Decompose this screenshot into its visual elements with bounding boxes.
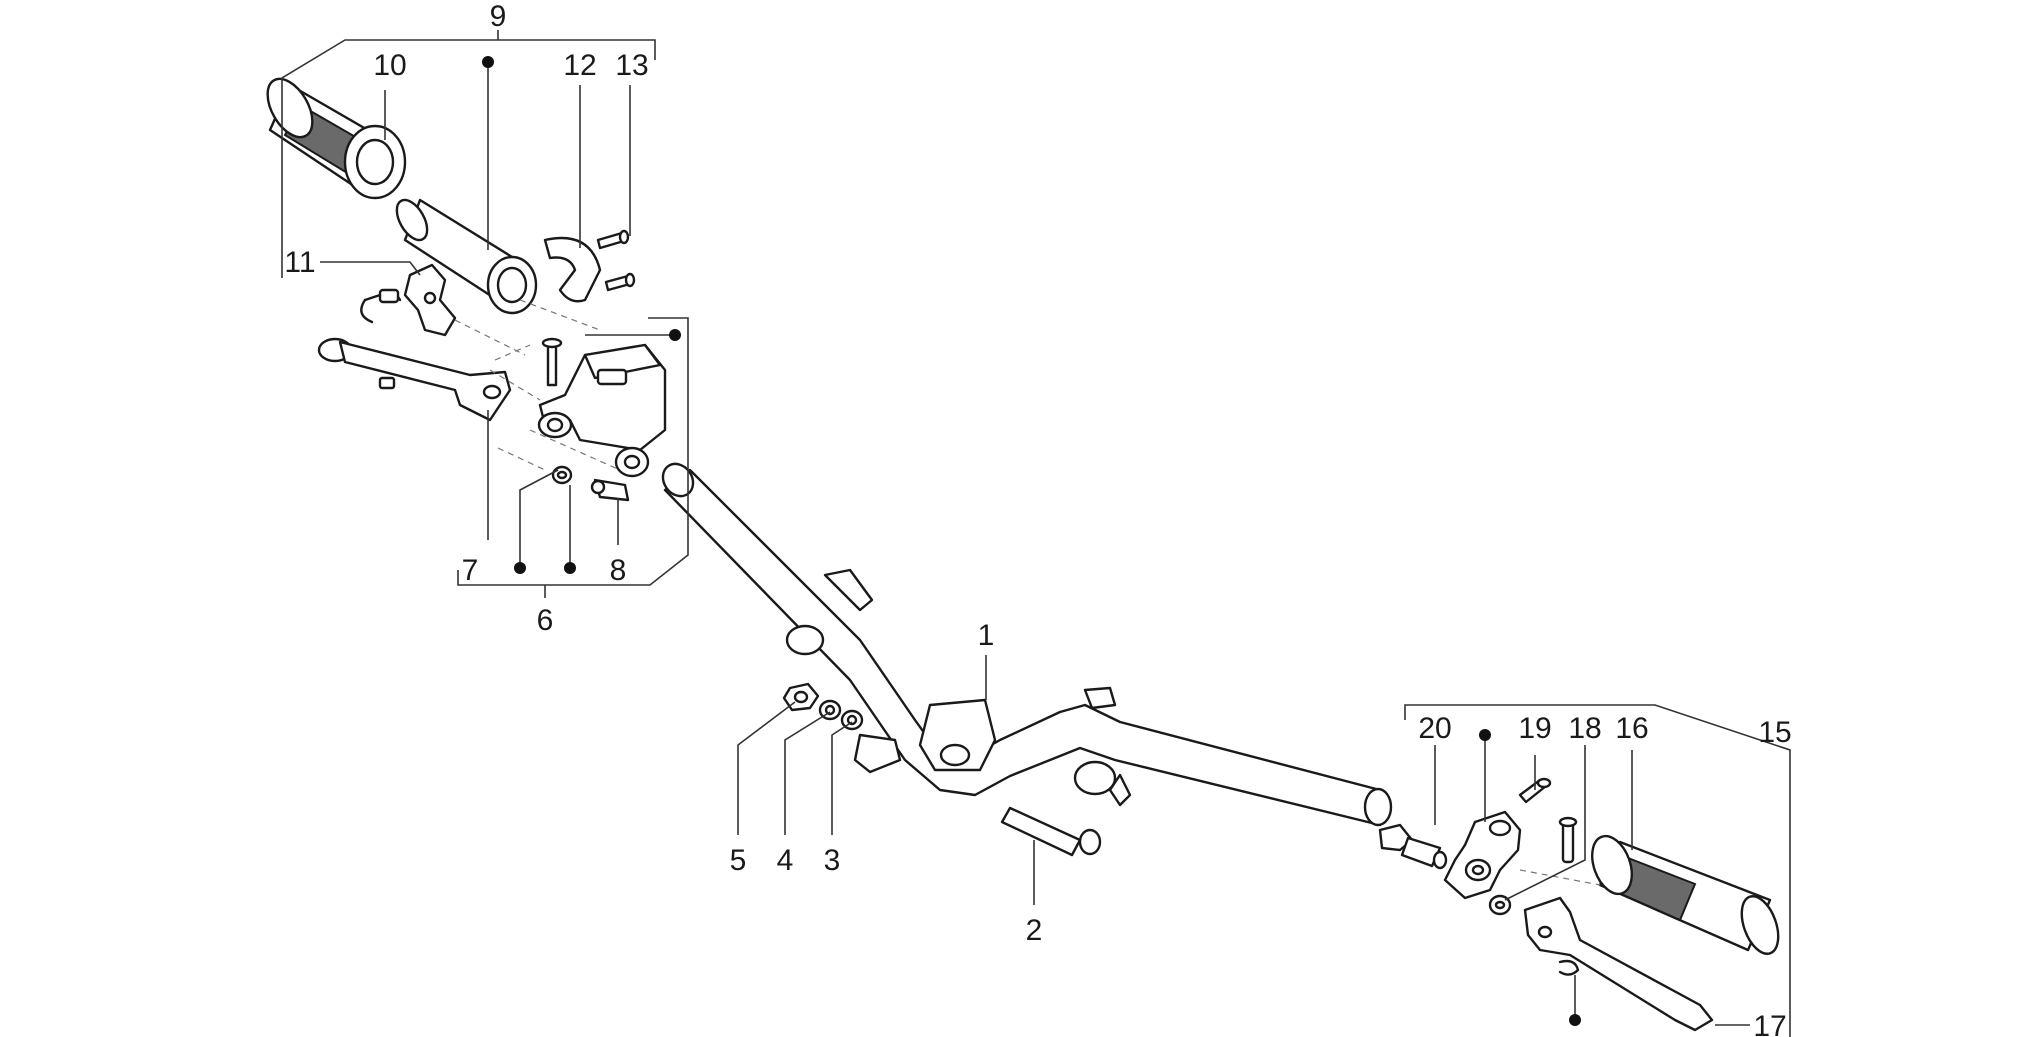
washer-part-3 xyxy=(840,709,864,731)
bolt-part-2 xyxy=(1000,806,1102,857)
callout-13: 13 xyxy=(615,49,648,82)
bullet-dot-icon xyxy=(482,56,494,68)
callout-3: 3 xyxy=(824,844,841,877)
assembly-guide-lines-left xyxy=(454,299,621,471)
side-bracket xyxy=(853,733,902,774)
group-bracket-6 xyxy=(457,317,689,586)
leader-7b-dot xyxy=(519,469,559,568)
grip-part-16 xyxy=(1591,834,1780,955)
housing-part-11 xyxy=(403,263,457,337)
grip-part-10 xyxy=(266,77,407,200)
clamp-part-12 xyxy=(543,236,602,303)
leader-5 xyxy=(737,701,796,835)
callout-16: 16 xyxy=(1615,712,1648,745)
leader-18 xyxy=(1504,745,1586,901)
callout-17: 17 xyxy=(1753,1010,1786,1037)
master-cylinder-part-6 xyxy=(537,337,667,478)
callout-19: 19 xyxy=(1518,712,1551,745)
callout-20: 20 xyxy=(1418,712,1451,745)
center-clamp xyxy=(918,698,997,772)
callout-7: 7 xyxy=(462,554,479,587)
bullet-dot-icon xyxy=(564,562,576,574)
pin-part-18 xyxy=(1558,816,1578,864)
callout-1: 1 xyxy=(978,619,995,652)
brake-lever-part-7 xyxy=(317,288,512,422)
callout-18: 18 xyxy=(1568,712,1601,745)
callout-8: 8 xyxy=(610,554,627,587)
callout-9: 9 xyxy=(490,0,507,33)
callout-5: 5 xyxy=(730,844,747,877)
group-bracket-9 xyxy=(281,39,656,278)
assembly-guide-lines-right xyxy=(1519,869,1601,886)
callout-15: 15 xyxy=(1758,716,1791,749)
bullet-dot-icon xyxy=(1569,1014,1581,1026)
callout-2: 2 xyxy=(1026,914,1043,947)
mount-tab-left xyxy=(823,568,874,612)
bullet-dot-icon xyxy=(669,329,681,341)
leader-11 xyxy=(320,261,421,276)
mount-boss-left xyxy=(785,624,825,656)
callout-11: 11 xyxy=(284,246,315,279)
callout-6: 6 xyxy=(537,604,554,637)
callout-10: 10 xyxy=(373,49,406,82)
callout-12: 12 xyxy=(563,49,596,82)
callout-4: 4 xyxy=(777,844,794,877)
throttle-tube xyxy=(395,198,538,315)
mount-tab-right xyxy=(1083,686,1117,710)
handlebar-tube xyxy=(661,462,1393,827)
washer-right xyxy=(1488,894,1512,916)
leader-4 xyxy=(784,711,831,835)
screws-part-13 xyxy=(596,229,636,292)
connector-part-20 xyxy=(1378,823,1448,870)
mount-boss-right xyxy=(1073,760,1117,796)
nut-small-left xyxy=(551,465,573,485)
brake-switch-part-8 xyxy=(590,478,630,502)
leader-3 xyxy=(831,721,853,835)
group-bracket-15 xyxy=(1404,704,1791,1037)
screw-part-19 xyxy=(1518,777,1552,804)
bullet-dot-icon xyxy=(514,562,526,574)
bullet-dot-icon xyxy=(1479,729,1491,741)
lever-part-17 xyxy=(1523,896,1714,1032)
lever-housing-right xyxy=(1443,810,1522,900)
